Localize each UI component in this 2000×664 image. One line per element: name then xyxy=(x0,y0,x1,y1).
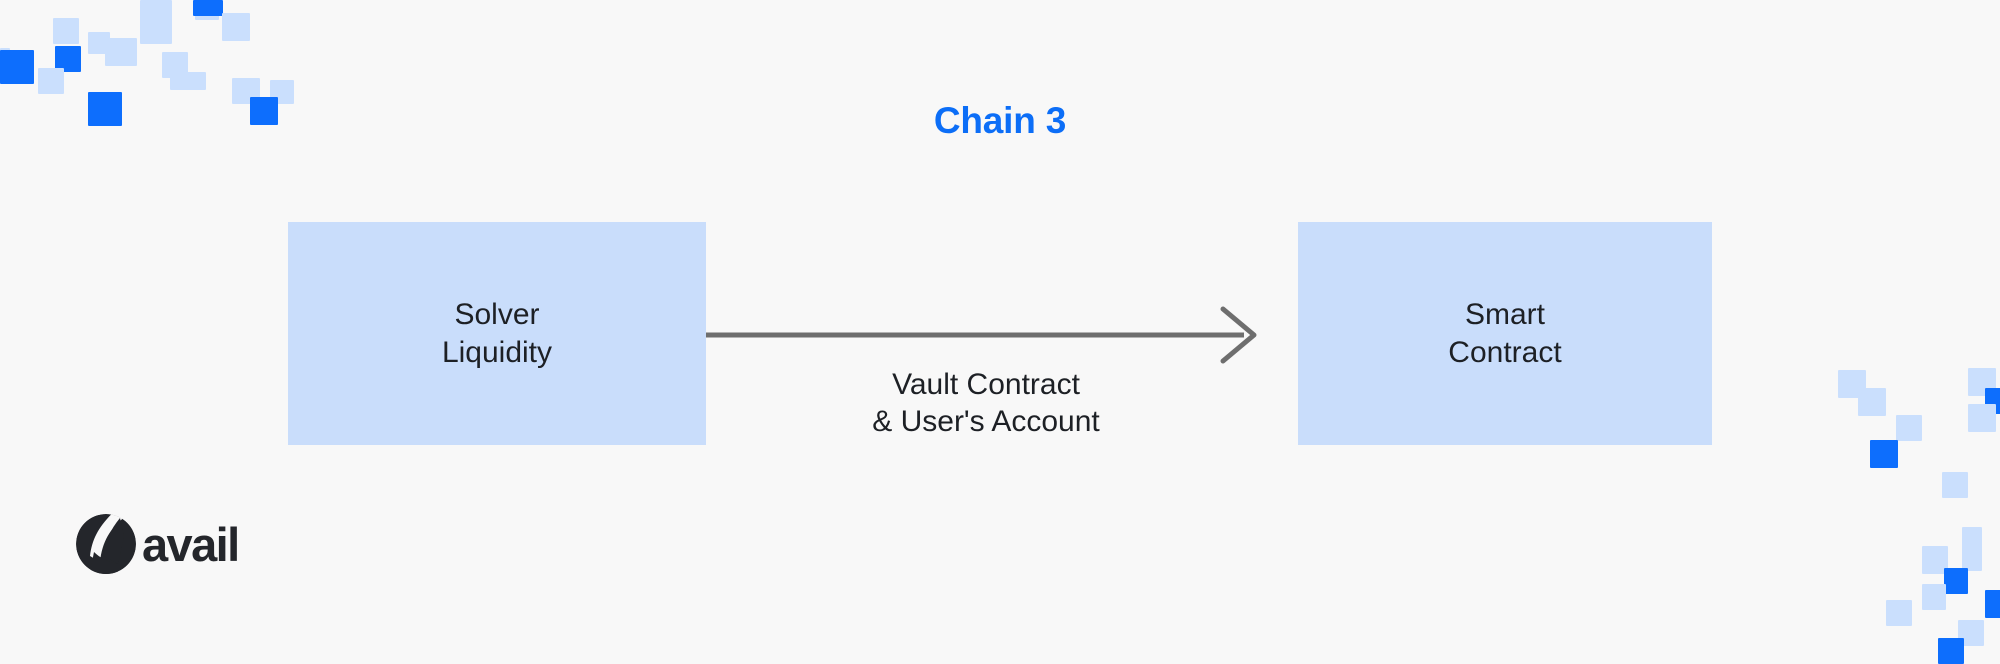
node-smart-contract-label: Smart Contract xyxy=(1448,298,1562,369)
decorative-pixel-top-left-8 xyxy=(88,92,122,126)
decorative-pixel-top-left-12 xyxy=(222,13,250,41)
decorative-pixel-top-left-16 xyxy=(250,97,278,125)
decorative-pixel-bottom-right-6 xyxy=(1968,404,1996,432)
node-solver-liquidity: Solver Liquidity xyxy=(288,222,706,445)
decorative-pixel-top-left-4 xyxy=(55,46,81,72)
brand-logo: avail xyxy=(74,512,240,576)
page-title: Chain 3 xyxy=(933,100,1067,141)
decorative-pixel-bottom-right-2 xyxy=(1896,415,1922,441)
decorative-pixel-top-left-11 xyxy=(193,0,223,16)
decorative-pixel-bottom-right-1 xyxy=(1858,388,1886,416)
node-solver-liquidity-label: Solver Liquidity xyxy=(441,298,553,369)
decorative-pixel-top-left-7 xyxy=(38,68,64,94)
decorative-pixel-top-left-6 xyxy=(0,50,34,84)
decorative-pixel-bottom-right-15 xyxy=(1938,638,1964,664)
flow-arrow-caption: Vault Contract & User's Account xyxy=(872,368,1100,438)
decorative-pixel-bottom-right-10 xyxy=(1944,568,1968,594)
decorative-pixel-bottom-right-8 xyxy=(1962,527,1982,571)
decorative-pixel-top-left-13 xyxy=(162,52,188,78)
flow-arrow-icon xyxy=(706,306,1257,364)
decorative-pixel-top-left-5 xyxy=(88,32,110,54)
decorative-pixel-bottom-right-13 xyxy=(1985,590,2000,618)
decorative-pixel-top-left-3 xyxy=(53,18,79,44)
node-smart-contract: Smart Contract xyxy=(1298,222,1712,445)
decorative-pixel-bottom-right-11 xyxy=(1922,584,1946,610)
decorative-pixel-bottom-right-3 xyxy=(1870,440,1898,468)
decorative-pixel-bottom-right-7 xyxy=(1942,472,1968,498)
decorative-pixel-top-left-9 xyxy=(105,38,137,66)
decorative-pixel-bottom-right-12 xyxy=(1886,600,1912,626)
decorative-pixel-top-left-0 xyxy=(140,0,172,44)
avail-mark-icon xyxy=(76,514,136,574)
avail-wordmark: avail xyxy=(142,517,240,571)
decorative-pixel-bottom-right-9 xyxy=(1922,546,1948,574)
